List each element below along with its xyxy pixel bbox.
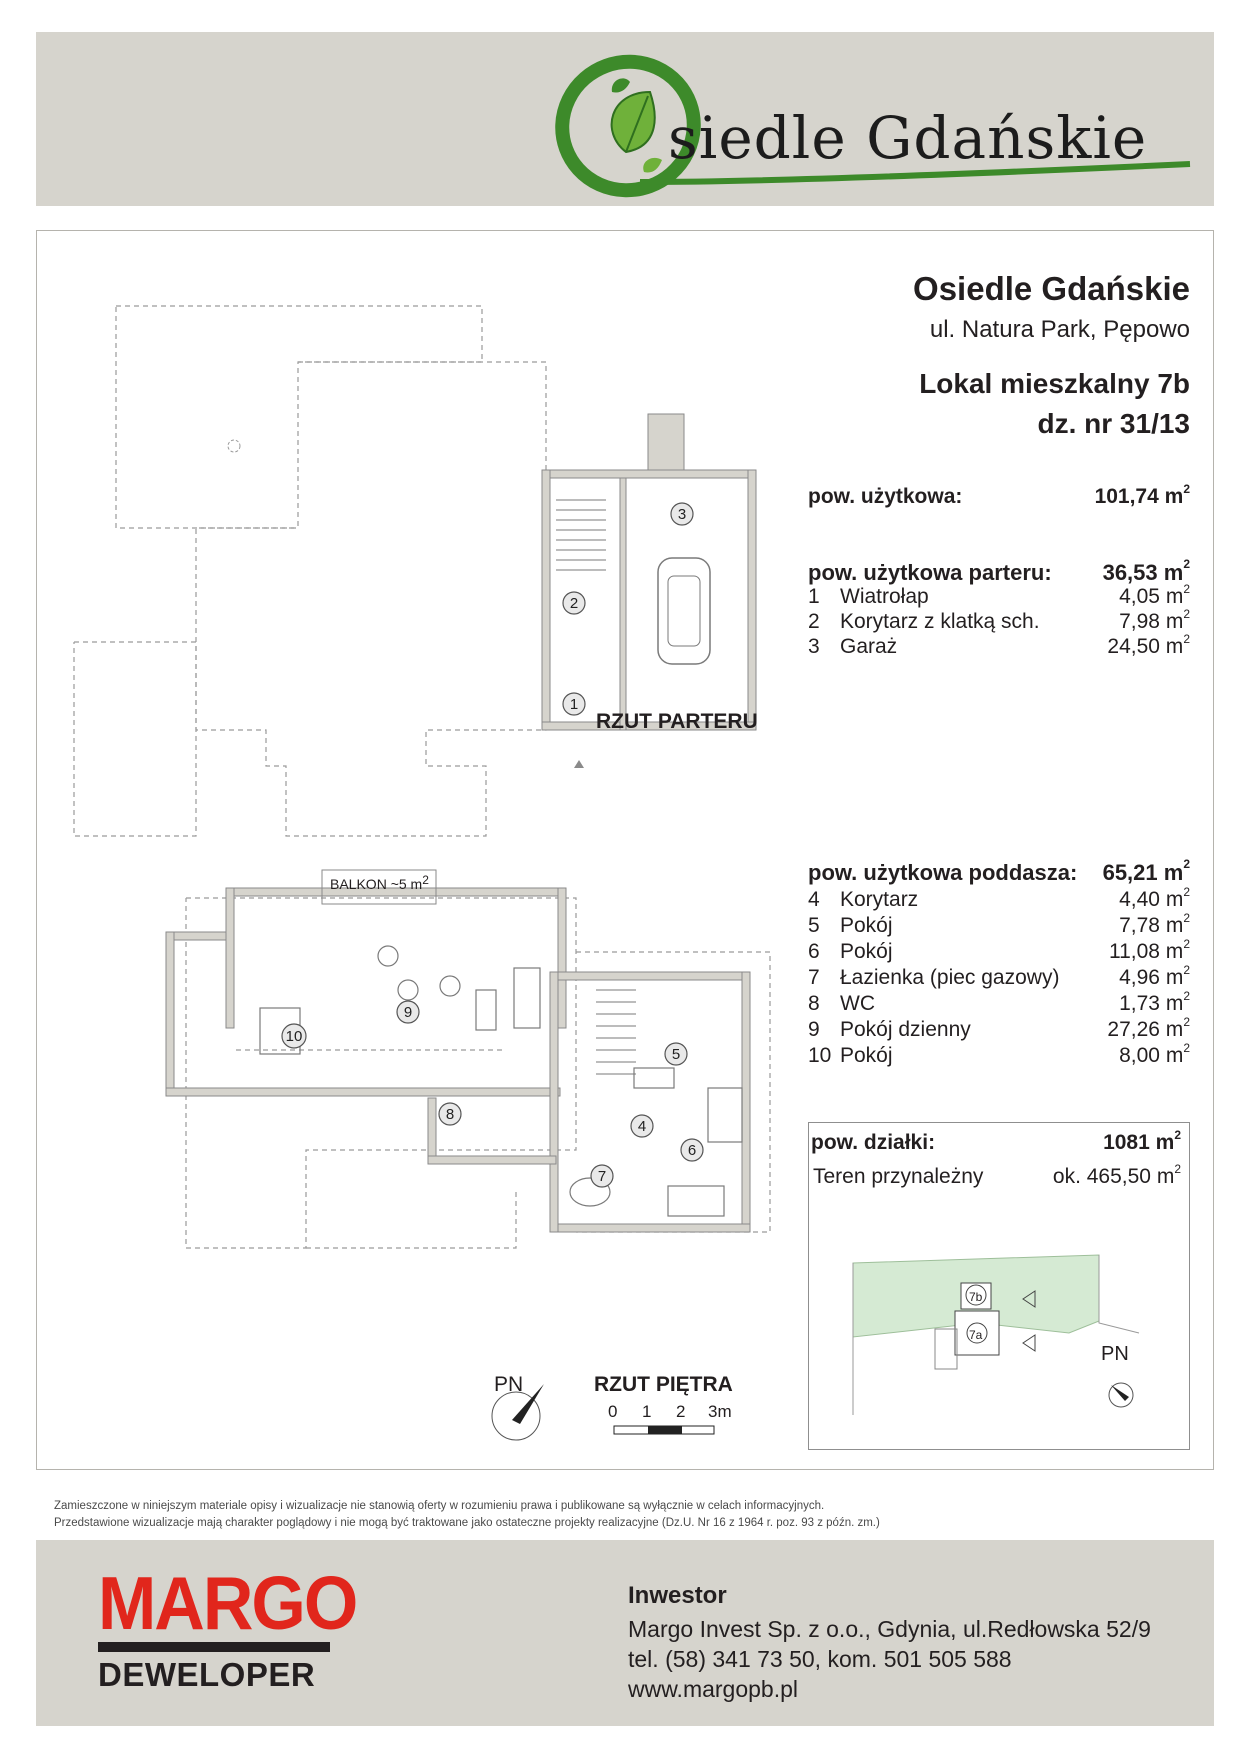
land-value: ok. 465,50 m xyxy=(1052,1165,1175,1188)
footer-band xyxy=(36,1540,1214,1726)
room-number-6: 6 xyxy=(688,1142,696,1159)
margo-tagline: DEWELOPER xyxy=(98,1656,316,1693)
room-number-10: 10 xyxy=(286,1028,303,1045)
plot-area-value: 1081 m xyxy=(1103,1131,1175,1154)
unit-7b-label: 7b xyxy=(969,1290,983,1304)
disclaimer-line: Zamieszczone w niniejszym materiale opis… xyxy=(54,1500,825,1512)
logo-wordmark: siedle Gdańskie xyxy=(668,104,1148,172)
attic-area-row: pow. użytkowa poddasza: 65,21 m2 xyxy=(808,857,1190,885)
plot-box: pow. działki: 1081 m2 Teren przynależny … xyxy=(808,1122,1190,1450)
unit-name: Lokal mieszkalny 7b xyxy=(919,368,1190,399)
room-number-7: 7 xyxy=(598,1168,606,1185)
site-plan-drawing xyxy=(852,1254,1140,1415)
upper-floor-title: RZUT PIĘTRA xyxy=(594,1373,733,1396)
plot-north-label: PN xyxy=(1101,1343,1129,1365)
room-marker-1 xyxy=(562,692,586,716)
room-number-1: 1 xyxy=(570,696,578,713)
north-arrow-icon xyxy=(512,1384,544,1424)
attic-area-label: pow. użytkowa poddasza: xyxy=(808,860,1078,885)
disclaimer-line: Przedstawione wizualizacje mają charakte… xyxy=(54,1517,880,1529)
room-number-3: 3 xyxy=(678,506,686,523)
attic-area-value: 65,21 m xyxy=(1102,860,1184,885)
project-title: Osiedle Gdańskie xyxy=(913,270,1190,307)
room-number-8: 8 xyxy=(446,1106,454,1123)
content-frame xyxy=(36,230,1214,1470)
ground-floor-area-row: pow. użytkowa parteru: 36,53 m2 xyxy=(808,557,1190,585)
balcony-label: BALKON ~5 m2 xyxy=(330,873,429,892)
unit-7a-box xyxy=(954,1310,1000,1356)
ground-floor-title: RZUT PARTERU xyxy=(596,710,758,733)
unit-7a-label: 7a xyxy=(969,1328,983,1342)
osiedle-gdanskie-logo: siedle Gdańskie xyxy=(540,32,1200,206)
room-marker-5 xyxy=(664,1042,688,1066)
project-address: ul. Natura Park, Pępowo xyxy=(929,316,1190,343)
leaf-o-logo-icon xyxy=(555,54,1191,198)
room-marker-10 xyxy=(281,1023,307,1049)
room-marker-3 xyxy=(670,502,694,526)
room-number-4: 4 xyxy=(638,1118,646,1135)
investor-heading: Inwestor xyxy=(628,1582,727,1609)
margo-logo: MARGO DEWELOPER xyxy=(98,1560,358,1694)
room-marker-6 xyxy=(680,1138,704,1162)
north-arrow-circle xyxy=(491,1391,541,1441)
plot-number: dz. nr 31/13 xyxy=(1037,408,1190,439)
total-area-row: pow. użytkowa: 101,74 m2 xyxy=(808,482,1190,511)
plot-north-arrow-icon xyxy=(1111,1385,1129,1401)
plot-area-label: pow. działki: xyxy=(811,1131,936,1154)
disclaimer: Zamieszczone w niniejszym materiale opis… xyxy=(54,1498,880,1532)
room-marker-4 xyxy=(630,1114,654,1138)
room-marker-9 xyxy=(396,1000,420,1024)
room-marker-2 xyxy=(562,591,586,615)
north-label: PN xyxy=(494,1373,524,1396)
margo-divider xyxy=(98,1642,330,1652)
ground-floor-area-value: 36,53 m xyxy=(1102,560,1184,585)
room-marker-7 xyxy=(590,1164,614,1188)
room-number-5: 5 xyxy=(672,1046,680,1063)
investor-phone: tel. (58) 341 73 50, kom. 501 505 588 xyxy=(628,1646,1012,1672)
margo-wordmark: MARGO xyxy=(98,1560,358,1645)
investor-website[interactable]: www.margopb.pl xyxy=(628,1676,799,1702)
floor-plan-drawing: 1 2 3 4 5 6 7 8 9 10 xyxy=(73,305,771,1441)
floor-plans: 1 2 3 4 5 6 7 8 9 10 RZUT PARTERU RZUT P… xyxy=(36,230,806,1470)
room-number-2: 2 xyxy=(570,595,578,612)
land-label: Teren przynależny xyxy=(813,1165,984,1188)
room-number-9: 9 xyxy=(404,1004,412,1021)
investor-company: Margo Invest Sp. z o.o., Gdynia, ul.Redł… xyxy=(628,1616,1151,1642)
total-area-label: pow. użytkowa: xyxy=(808,485,963,508)
room-marker-8 xyxy=(438,1102,462,1126)
total-area-value: 101,74 m2 xyxy=(1094,482,1190,508)
ground-floor-area-label: pow. użytkowa parteru: xyxy=(808,560,1052,585)
